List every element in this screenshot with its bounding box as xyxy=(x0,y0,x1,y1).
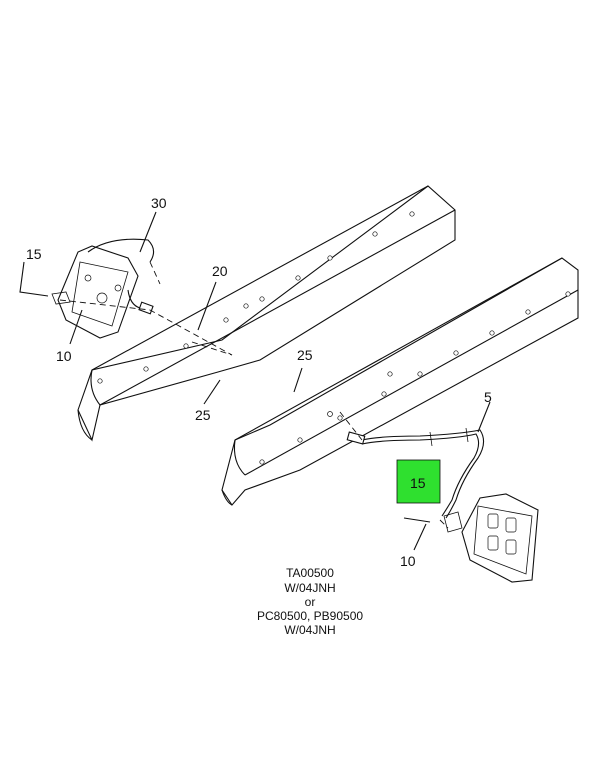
callout-25-lower: 25 xyxy=(297,347,313,363)
caption-line-3: or xyxy=(305,595,316,609)
abs-module-right xyxy=(443,493,539,583)
callout-10-left: 10 xyxy=(56,348,72,364)
callout-15-left: 15 xyxy=(26,246,42,262)
abs-module-left xyxy=(51,238,155,339)
caption-line-1: TA00500 xyxy=(286,566,334,580)
callout-20: 20 xyxy=(212,263,228,279)
upper-frame-rail xyxy=(77,185,456,442)
caption-line-4: PC80500, PB90500 xyxy=(257,609,363,623)
highlight-box xyxy=(396,459,441,504)
callout-10-right: 10 xyxy=(400,553,416,569)
callout-30: 30 xyxy=(151,195,167,211)
callout-15-highlight[interactable]: 15 xyxy=(410,475,426,491)
lower-frame-rail xyxy=(221,257,579,506)
caption-line-2: W/04JNH xyxy=(284,581,335,595)
callout-leaders xyxy=(19,211,491,551)
caption-line-5: W/04JNH xyxy=(284,623,335,637)
callout-5: 5 xyxy=(484,389,492,405)
callout-25-upper: 25 xyxy=(195,407,211,423)
leader-lines xyxy=(59,261,449,529)
wiring-harness xyxy=(327,411,485,519)
